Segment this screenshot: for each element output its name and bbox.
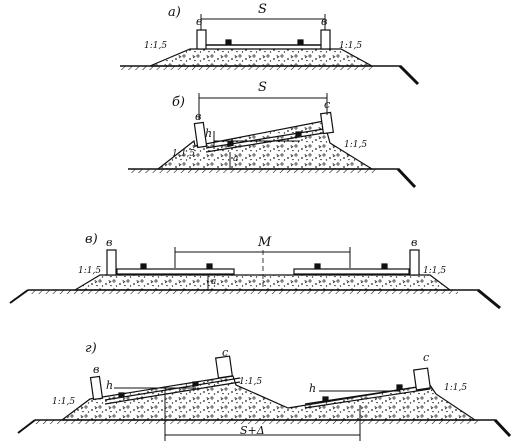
rail-a-1	[225, 39, 232, 45]
figure-g-shoulder-left: в	[93, 363, 100, 376]
sleeper-v-1	[116, 268, 235, 275]
figure-g-slope-right: 1:1,5	[444, 383, 468, 393]
figure-b-slope-left: 1:1,5	[172, 149, 196, 159]
figure-b-depth: а	[233, 154, 239, 164]
figure-v-slope-left: 1:1,5	[78, 266, 102, 276]
rail-v-2	[206, 263, 213, 269]
figure-a-slope-right: 1:1,5	[339, 41, 363, 51]
ballast-prism-b	[156, 120, 375, 170]
ballast-prism-g	[60, 375, 477, 421]
rail-g-1	[118, 392, 125, 398]
rail-b-1	[227, 141, 234, 147]
figure-g-cant-left: h	[106, 379, 114, 392]
rail-v-3	[314, 263, 321, 269]
shoulder-right-b	[319, 111, 335, 135]
figure-b-shoulder-left: в	[195, 110, 202, 123]
figure-v	[9, 247, 501, 310]
figure-b-slope-right: 1:1,5	[344, 140, 368, 150]
ballast-prism-a	[149, 48, 373, 67]
figure-v-shoulder-left: в	[106, 236, 113, 249]
figure-g-slope-left: 1:1,5	[52, 397, 76, 407]
figure-a-slope-left: 1:1,5	[144, 41, 168, 51]
rail-v-4	[381, 263, 388, 269]
figure-a-shoulder-right: в	[321, 15, 328, 28]
figure-a-shoulder-left: в	[196, 15, 203, 28]
shoulder-right-g	[412, 367, 432, 391]
figure-g-shoulder-right: с	[423, 351, 430, 364]
shoulder-right-a	[320, 29, 331, 50]
shoulder-mid-g	[214, 355, 234, 379]
figure-v-slope-right: 1:1,5	[423, 266, 447, 276]
ballast-prism-v	[72, 274, 452, 291]
figure-g-label: г)	[85, 341, 97, 356]
rail-g-4	[396, 384, 403, 390]
figure-b	[128, 93, 417, 189]
figure-v-dimension: M	[258, 235, 272, 250]
figure-g-shoulder-mid: с	[222, 346, 229, 359]
figure-a-label: а)	[168, 5, 181, 20]
shoulder-left-b	[193, 121, 208, 149]
sleeper-v-2	[293, 268, 410, 275]
rail-b-2	[295, 131, 302, 137]
shoulder-left-a	[196, 29, 207, 50]
figure-v-label: в)	[85, 232, 98, 247]
figure-g-cant-right: h	[309, 382, 317, 395]
figure-a-dimension: S	[258, 2, 267, 17]
rail-a-2	[297, 39, 304, 45]
figure-b-dimension: S	[258, 80, 267, 95]
figure-v-shoulder-right: в	[411, 236, 418, 249]
shoulder-left-g	[89, 375, 104, 401]
shoulder-right-v	[409, 249, 420, 276]
figure-b-cant: h	[205, 127, 213, 140]
figure-g	[17, 355, 512, 441]
rail-v-1	[140, 263, 147, 269]
rail-g-2	[192, 381, 199, 387]
figure-b-shoulder-right: с	[324, 98, 331, 111]
figure-g-slope-mid: 1:1,5	[239, 377, 263, 387]
figure-a	[120, 14, 420, 86]
figure-v-depth: а	[211, 277, 217, 287]
figure-b-label: б)	[172, 95, 186, 110]
shoulder-left-v	[106, 249, 117, 276]
rail-g-3	[322, 396, 329, 402]
figure-g-dimension: S+Δ	[240, 424, 265, 437]
